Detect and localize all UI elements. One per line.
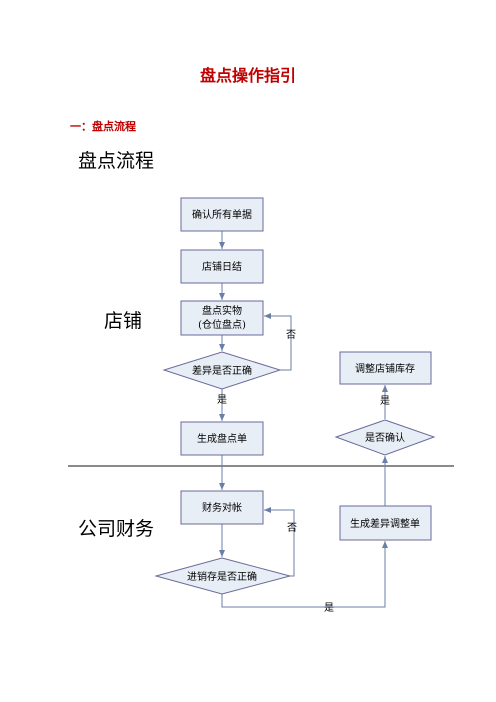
- diagram-title: 盘点流程: [78, 150, 155, 172]
- node-count-label-1: 盘点实物: [202, 304, 242, 317]
- node-confirm-check-label: 是否确认: [365, 431, 405, 444]
- node-adjust-inventory-label: 调整店铺库存: [355, 362, 415, 375]
- edge-label-stock-no: 否: [287, 522, 297, 534]
- section-heading: 一：盘点流程: [70, 120, 136, 133]
- node-confirm-docs-box: [180, 197, 264, 232]
- node-stock-check-label: 进销存是否正确: [187, 570, 257, 583]
- node-count-label-2: (仓位盘点): [198, 318, 246, 331]
- node-diff-check-diamond: [162, 351, 282, 390]
- node-gen-count-sheet-label: 生成盘点单: [197, 432, 247, 445]
- node-reconcile-box: [180, 490, 264, 525]
- node-count-box: [180, 300, 264, 336]
- node-adjust-inventory-box: [339, 351, 432, 385]
- edge-label-confirm-yes: 是: [380, 395, 390, 407]
- edge-label-diff-no: 否: [286, 329, 296, 341]
- node-gen-adjust-sheet-box: [339, 505, 432, 541]
- node-confirm-check-diamond: [334, 419, 436, 456]
- arrow-check-no-loop: [264, 313, 292, 371]
- edge-label-stock-yes: 是: [324, 602, 334, 614]
- node-gen-adjust-sheet-label: 生成差异调整单: [350, 517, 420, 530]
- lane-label-finance: 公司财务: [78, 518, 155, 540]
- lane-label-store: 店铺: [104, 310, 143, 332]
- node-daily-close-label: 店铺日结: [202, 260, 242, 273]
- arrow-stock-yes: [221, 541, 388, 608]
- node-reconcile-label: 财务对帐: [202, 501, 242, 514]
- document-title: 盘点操作指引: [199, 66, 296, 85]
- node-daily-close-box: [180, 249, 264, 284]
- node-confirm-docs-label: 确认所有单据: [192, 208, 252, 221]
- arrow-stock-no-loop: [264, 507, 295, 577]
- node-gen-count-sheet-box: [180, 421, 264, 456]
- edge-label-diff-yes: 是: [217, 394, 227, 406]
- node-diff-check-label: 差异是否正确: [192, 364, 252, 377]
- node-stock-check-diamond: [154, 557, 292, 595]
